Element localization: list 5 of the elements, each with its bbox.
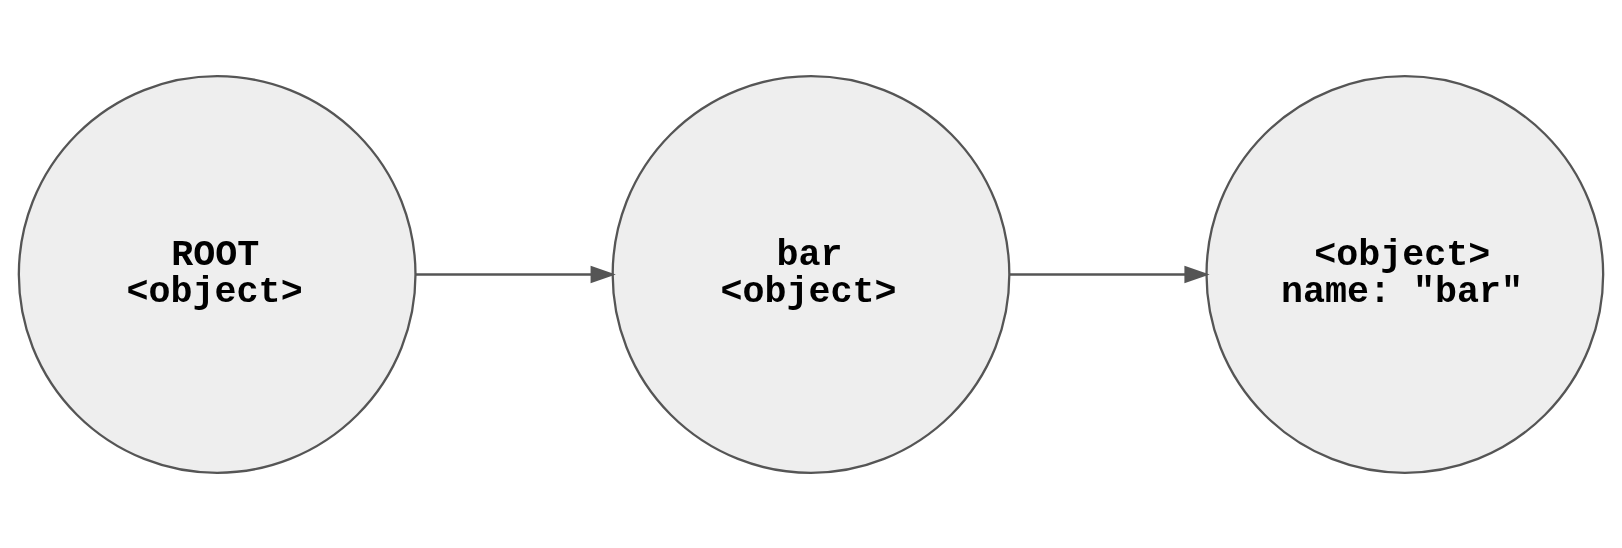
arrow [1009,265,1210,283]
arrow [415,265,616,283]
node-circle: bar <object> [611,74,1011,474]
node-circle: ROOT <object> [17,74,417,474]
node-circle: <object> name: "bar" [1205,74,1605,474]
